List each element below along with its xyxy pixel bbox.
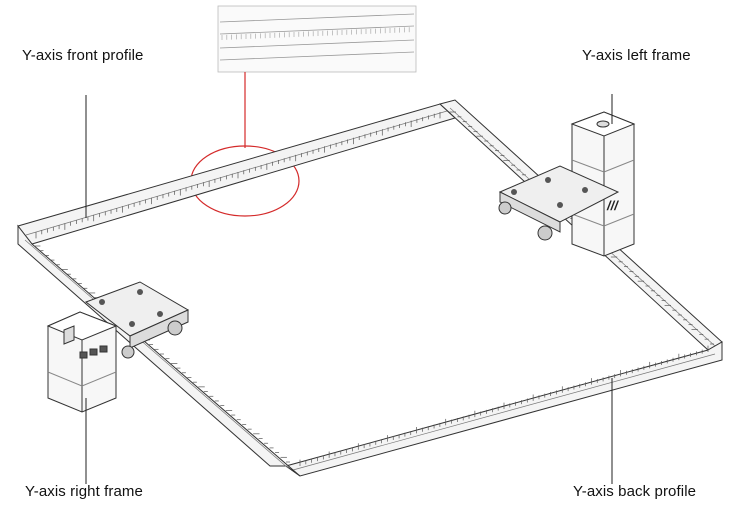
y-axis-right-frame bbox=[46, 281, 190, 413]
y-axis-left-frame: /// bbox=[498, 111, 636, 257]
y-axis-left-frame-label: Y-axis left frame bbox=[582, 47, 691, 64]
detail-inset bbox=[217, 5, 417, 73]
leader-lines bbox=[85, 94, 613, 484]
y-axis-front-profile-label: Y-axis front profile bbox=[22, 47, 144, 64]
svg-text:///: /// bbox=[606, 198, 619, 213]
stepper-motor-icon bbox=[570, 111, 636, 257]
y-axis-back-profile-label: Y-axis back profile bbox=[573, 483, 697, 500]
y-axis-right-frame-label: Y-axis right frame bbox=[25, 483, 143, 500]
stepper-motor-icon bbox=[46, 311, 118, 413]
y-axis-front-profile bbox=[17, 103, 456, 245]
